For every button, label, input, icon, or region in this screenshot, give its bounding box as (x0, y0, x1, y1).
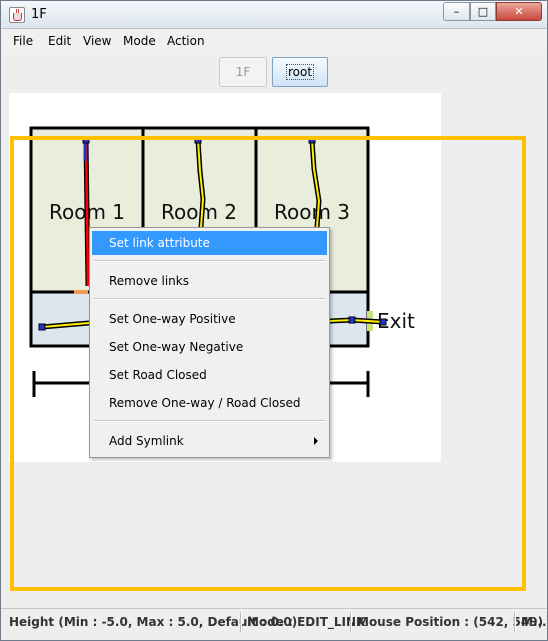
menu-separator (94, 420, 325, 422)
context-menu: Set link attribute Remove links Set One-… (89, 227, 330, 458)
floor-1f-button[interactable]: 1F (219, 57, 267, 87)
status-more: M... (521, 615, 547, 629)
status-mode: Mode : EDIT_LINK (247, 615, 366, 629)
submenu-arrow-icon (314, 437, 318, 445)
room-3-label: Room 3 (274, 200, 350, 224)
menu-item-set-road-closed[interactable]: Set Road Closed (109, 368, 207, 382)
menu-item-remove-links[interactable]: Remove links (109, 274, 189, 288)
link-corridor-left-fill (41, 322, 90, 328)
root-button[interactable]: root (272, 57, 328, 87)
status-separator (350, 612, 352, 632)
menu-item-set-one-way-negative[interactable]: Set One-way Negative (109, 340, 244, 354)
status-separator (514, 612, 516, 632)
window-title: 1F (31, 7, 47, 22)
menu-file[interactable]: File (13, 34, 34, 48)
link-room3-fill (311, 139, 321, 228)
door-marker (74, 290, 88, 294)
menu-separator (94, 298, 325, 300)
link-room2-fill (197, 139, 205, 228)
menu-item-remove-one-way-road-closed[interactable]: Remove One-way / Road Closed (109, 396, 301, 410)
title-bar: 1F – □ ✕ (1, 1, 547, 29)
status-mouse-position: Mouse Position : (542, 549) (357, 615, 544, 629)
menu-view[interactable]: View (83, 34, 112, 48)
menu-item-set-one-way-positive[interactable]: Set One-way Positive (109, 312, 236, 326)
menu-item-set-link-attribute[interactable]: Set link attribute (92, 231, 327, 255)
status-height: Height (Min : -5.0, Max : 5.0, Default :… (9, 615, 298, 629)
selection-rectangle (10, 136, 526, 591)
menu-mode[interactable]: Mode (123, 34, 156, 48)
status-bar: Height (Min : -5.0, Max : 5.0, Default :… (1, 608, 547, 634)
menu-separator (94, 260, 325, 262)
root-button-label: root (285, 64, 315, 80)
menu-bar: File Edit View Mode Action (1, 30, 547, 52)
maximize-button[interactable]: □ (470, 2, 496, 21)
add-symlink-label: Add Symlink (109, 434, 184, 448)
close-button[interactable]: ✕ (496, 2, 542, 21)
java-cup-icon (9, 7, 25, 23)
status-separator (240, 612, 242, 632)
link-room1-selected (84, 139, 90, 287)
minimize-button[interactable]: – (443, 2, 470, 21)
menu-action[interactable]: Action (167, 34, 205, 48)
menu-item-add-symlink[interactable]: Add Symlink (92, 429, 327, 453)
menu-edit[interactable]: Edit (48, 34, 72, 48)
